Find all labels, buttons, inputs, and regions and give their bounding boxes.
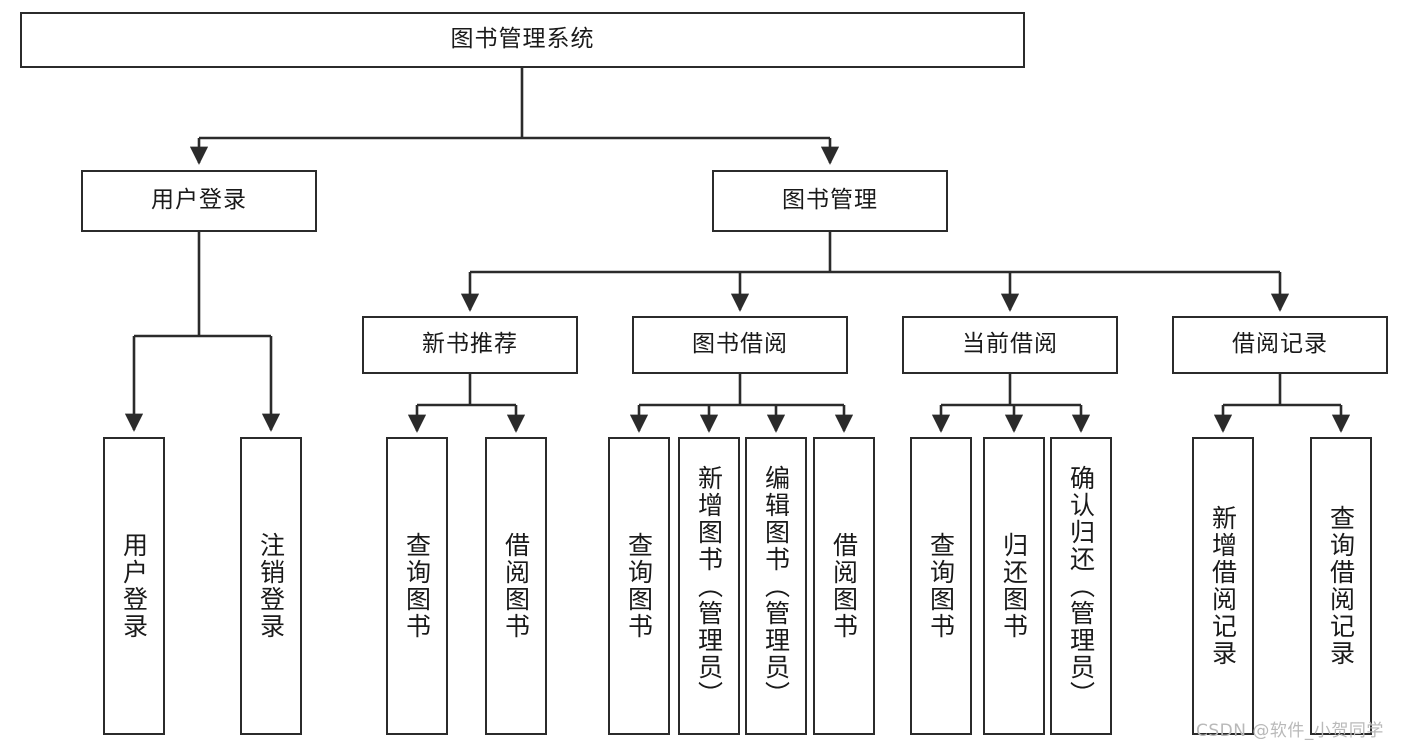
leaf-borrow-book[interactable]: 借阅图书 [813,437,875,735]
leaf-edit-book-admin-label: 编辑图书（管理员） [761,464,791,708]
node-book-borrow[interactable]: 图书借阅 [632,316,848,374]
csdn-watermark: CSDN @软件_小贺同学 [1196,721,1384,741]
leaf-query-borrow-record-label: 查询借阅记录 [1326,505,1356,667]
leaf-query-book-recommend-label: 查询图书 [402,532,432,640]
leaf-return-book-label: 归还图书 [999,532,1029,640]
node-root-label: 图书管理系统 [450,26,595,53]
leaf-user-login[interactable]: 用户登录 [103,437,165,735]
leaf-borrow-book-recommend[interactable]: 借阅图书 [485,437,547,735]
leaf-add-book-admin[interactable]: 新增图书（管理员） [678,437,740,735]
leaf-add-borrow-record[interactable]: 新增借阅记录 [1192,437,1254,735]
leaf-borrow-book-label: 借阅图书 [829,532,859,640]
leaf-confirm-return-admin-label: 确认归还（管理员） [1066,464,1096,708]
node-new-book-recommend-label: 新书推荐 [422,331,518,358]
leaf-query-book-borrow-label: 查询图书 [624,532,654,640]
node-book-borrow-label: 图书借阅 [692,331,788,358]
node-current-borrow-label: 当前借阅 [962,331,1058,358]
leaf-borrow-book-recommend-label: 借阅图书 [501,532,531,640]
leaf-query-book-current[interactable]: 查询图书 [910,437,972,735]
leaf-query-book-borrow[interactable]: 查询图书 [608,437,670,735]
node-borrow-record-label: 借阅记录 [1232,331,1328,358]
leaf-add-borrow-record-label: 新增借阅记录 [1208,505,1238,667]
node-root[interactable]: 图书管理系统 [20,12,1025,68]
leaf-add-book-admin-label: 新增图书（管理员） [694,464,724,708]
leaf-query-book-current-label: 查询图书 [926,532,956,640]
leaf-logout[interactable]: 注销登录 [240,437,302,735]
node-borrow-record[interactable]: 借阅记录 [1172,316,1388,374]
node-user-login-label: 用户登录 [151,187,247,214]
leaf-return-book[interactable]: 归还图书 [983,437,1045,735]
leaf-confirm-return-admin[interactable]: 确认归还（管理员） [1050,437,1112,735]
node-book-management-label: 图书管理 [782,187,878,214]
leaf-user-login-label: 用户登录 [119,532,149,640]
leaf-edit-book-admin[interactable]: 编辑图书（管理员） [745,437,807,735]
node-new-book-recommend[interactable]: 新书推荐 [362,316,578,374]
node-current-borrow[interactable]: 当前借阅 [902,316,1118,374]
node-book-management[interactable]: 图书管理 [712,170,948,232]
node-user-login[interactable]: 用户登录 [81,170,317,232]
leaf-query-borrow-record[interactable]: 查询借阅记录 [1310,437,1372,735]
leaf-logout-label: 注销登录 [256,532,286,640]
leaf-query-book-recommend[interactable]: 查询图书 [386,437,448,735]
